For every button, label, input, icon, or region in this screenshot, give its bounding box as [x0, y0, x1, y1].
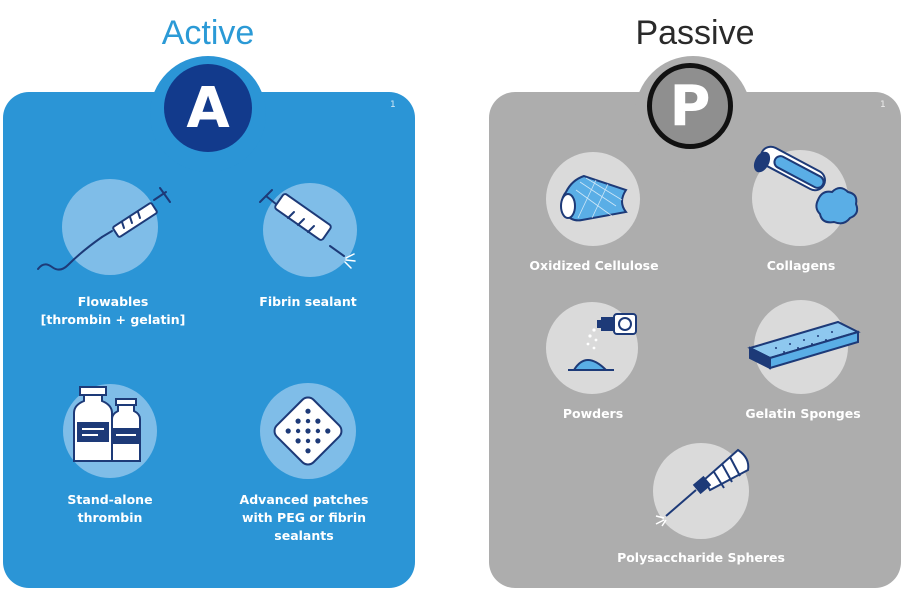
syringe-flowable-icon: [37, 187, 171, 271]
thrombin-label-line-1: Stand-alone: [67, 492, 153, 507]
active-badge: A: [164, 64, 252, 152]
fibrin-sealant-label-line-1: Fibrin sealant: [259, 294, 357, 309]
passive-badge: P: [647, 63, 733, 149]
flowables-label: Flowables [thrombin + gelatin]: [38, 293, 188, 329]
patches-label: Advanced patches with PEG or fibrin seal…: [229, 491, 379, 545]
flowables-icon-circle: [62, 179, 158, 275]
thrombin-label: Stand-alone thrombin: [35, 491, 185, 527]
active-page-number: 1: [390, 100, 396, 110]
collagen-tube-icon: [753, 145, 859, 225]
cellulose-sheet-icon: [560, 174, 628, 222]
patches-label-line-3: sealants: [274, 528, 334, 543]
vials-icon: [73, 386, 141, 462]
fibrin-sealant-label: Fibrin sealant: [233, 293, 383, 311]
passive-page-number: 1: [880, 100, 886, 110]
gelatin-sponges-label: Gelatin Sponges: [745, 406, 861, 421]
fibrin-syringe-icon: [259, 189, 356, 269]
active-heading: Active: [161, 14, 255, 52]
flowables-label-line-2: [thrombin + gelatin]: [40, 312, 186, 327]
flowables-label-line-1: Flowables: [77, 294, 149, 309]
passive-heading: Passive: [635, 14, 755, 52]
active-panel: [3, 92, 415, 588]
powder-dispenser-icon: [568, 313, 637, 371]
collagens-label: Collagens: [766, 258, 836, 273]
patches-label-line-2: with PEG or fibrin: [241, 510, 367, 525]
polysaccharide-spheres-label: Polysaccharide Spheres: [617, 550, 785, 565]
sponge-block-icon: [747, 320, 861, 370]
patches-label-line-1: Advanced patches: [239, 492, 369, 507]
spray-applicator-icon: [655, 448, 750, 527]
thrombin-label-line-2: thrombin: [77, 510, 143, 525]
patch-icon: [273, 396, 343, 466]
powders-label: Powders: [562, 406, 624, 421]
oxidized-cellulose-label: Oxidized Cellulose: [529, 258, 659, 273]
